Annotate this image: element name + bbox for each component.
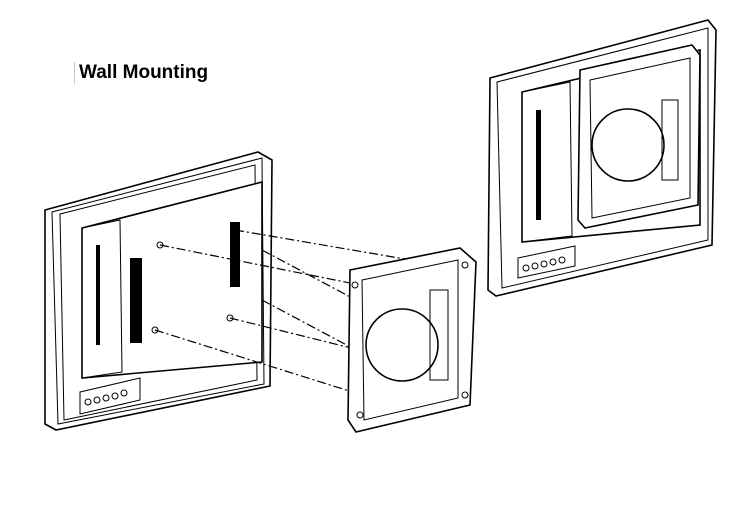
wall-mount-bracket: [347, 247, 477, 433]
io-ports: [84, 389, 128, 406]
vent-slots-left: [96, 222, 240, 345]
monitor-rear-view: [44, 151, 273, 431]
diagram-title: Wall Mounting: [74, 62, 208, 84]
monitor-with-bracket-installed: [487, 19, 717, 297]
